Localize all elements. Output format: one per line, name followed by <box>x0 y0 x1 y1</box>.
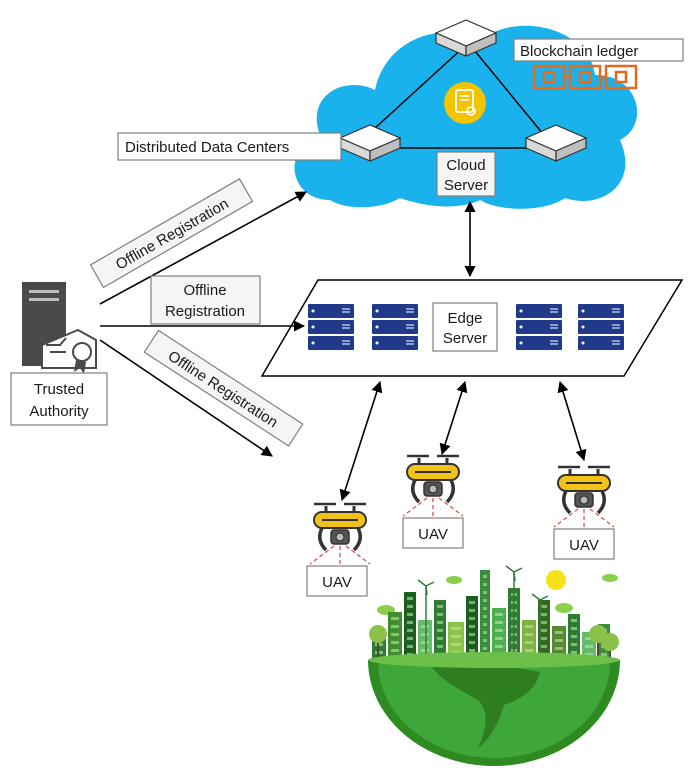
certificate-badge-icon <box>41 328 97 374</box>
rack-server-icon <box>516 304 562 350</box>
building <box>568 614 580 660</box>
edge-uav1-arrow <box>339 380 383 502</box>
uav-label-3: UAV <box>553 528 615 560</box>
edge-uav3-arrow <box>557 380 587 462</box>
server-icon <box>524 124 588 162</box>
offline-reg-text-1: Offline Registration <box>113 195 232 273</box>
drone-icon <box>309 502 371 565</box>
building <box>418 620 432 660</box>
trusted-authority-line1: Trusted <box>34 381 84 398</box>
blockchain-ledger: Blockchain ledger <box>513 38 684 90</box>
trusted-authority-line2: Authority <box>29 403 89 420</box>
uav-label-1: UAV <box>306 565 368 597</box>
offline-reg-arrow-cloud <box>99 191 307 305</box>
building <box>480 570 490 660</box>
distributed-data-centers-label: Distributed Data Centers <box>117 132 342 161</box>
server-icon <box>338 124 402 162</box>
wind-turbine-icon <box>505 565 523 660</box>
uav-group <box>309 454 615 565</box>
drone-icon <box>553 465 615 528</box>
blockchain-icon <box>532 64 638 90</box>
small-clouds <box>377 574 618 615</box>
rack-servers <box>308 304 624 350</box>
sun-icon <box>546 570 566 590</box>
drone-icon <box>402 454 464 517</box>
offline-reg-text-2a: Offline <box>183 282 226 299</box>
trusted-authority: Trusted Authority <box>10 282 108 426</box>
rack-server-icon <box>308 304 354 350</box>
uav-label-2-text: UAV <box>418 526 448 543</box>
uav-label-3-text: UAV <box>569 537 599 554</box>
offline-reg-label-2: Offline Registration <box>150 275 261 325</box>
edge-uav2-arrow <box>439 380 468 456</box>
distributed-data-centers-text: Distributed Data Centers <box>125 139 289 156</box>
wind-turbine-icon <box>417 579 435 660</box>
building <box>466 596 478 660</box>
earth-city-illustration <box>368 565 620 766</box>
rack-server-icon <box>578 304 624 350</box>
blockchain-ledger-label: Blockchain ledger <box>520 43 638 60</box>
city-icon <box>369 565 619 660</box>
building <box>404 592 416 660</box>
tree-icon <box>369 625 387 660</box>
edge-server-area: Edge Server <box>260 279 684 377</box>
edge-server-label-line2: Server <box>443 330 487 347</box>
uav-label-1-text: UAV <box>322 574 352 591</box>
server-icon <box>434 19 498 57</box>
building <box>388 612 402 660</box>
cloud-server-label: Cloud Server <box>436 151 496 197</box>
building <box>522 620 536 660</box>
building <box>434 600 446 660</box>
earth-icon <box>368 652 620 766</box>
cloud-server-label-line1: Cloud <box>446 157 485 174</box>
building <box>492 608 506 660</box>
uav-label-2: UAV <box>402 517 464 549</box>
rack-server-icon <box>372 304 418 350</box>
offline-reg-text-2b: Registration <box>165 303 245 320</box>
certificate-icon <box>444 82 486 124</box>
offline-reg-text-3: Offline Registration <box>165 348 281 432</box>
edge-server-label-line1: Edge <box>447 310 482 327</box>
wind-turbine-icon <box>531 593 549 660</box>
cloud-server-label-line2: Server <box>444 177 488 194</box>
offline-reg-label-1: Offline Registration <box>89 178 254 289</box>
offline-reg-arrow-uav <box>99 339 273 457</box>
edge-server-label: Edge Server <box>432 302 498 352</box>
